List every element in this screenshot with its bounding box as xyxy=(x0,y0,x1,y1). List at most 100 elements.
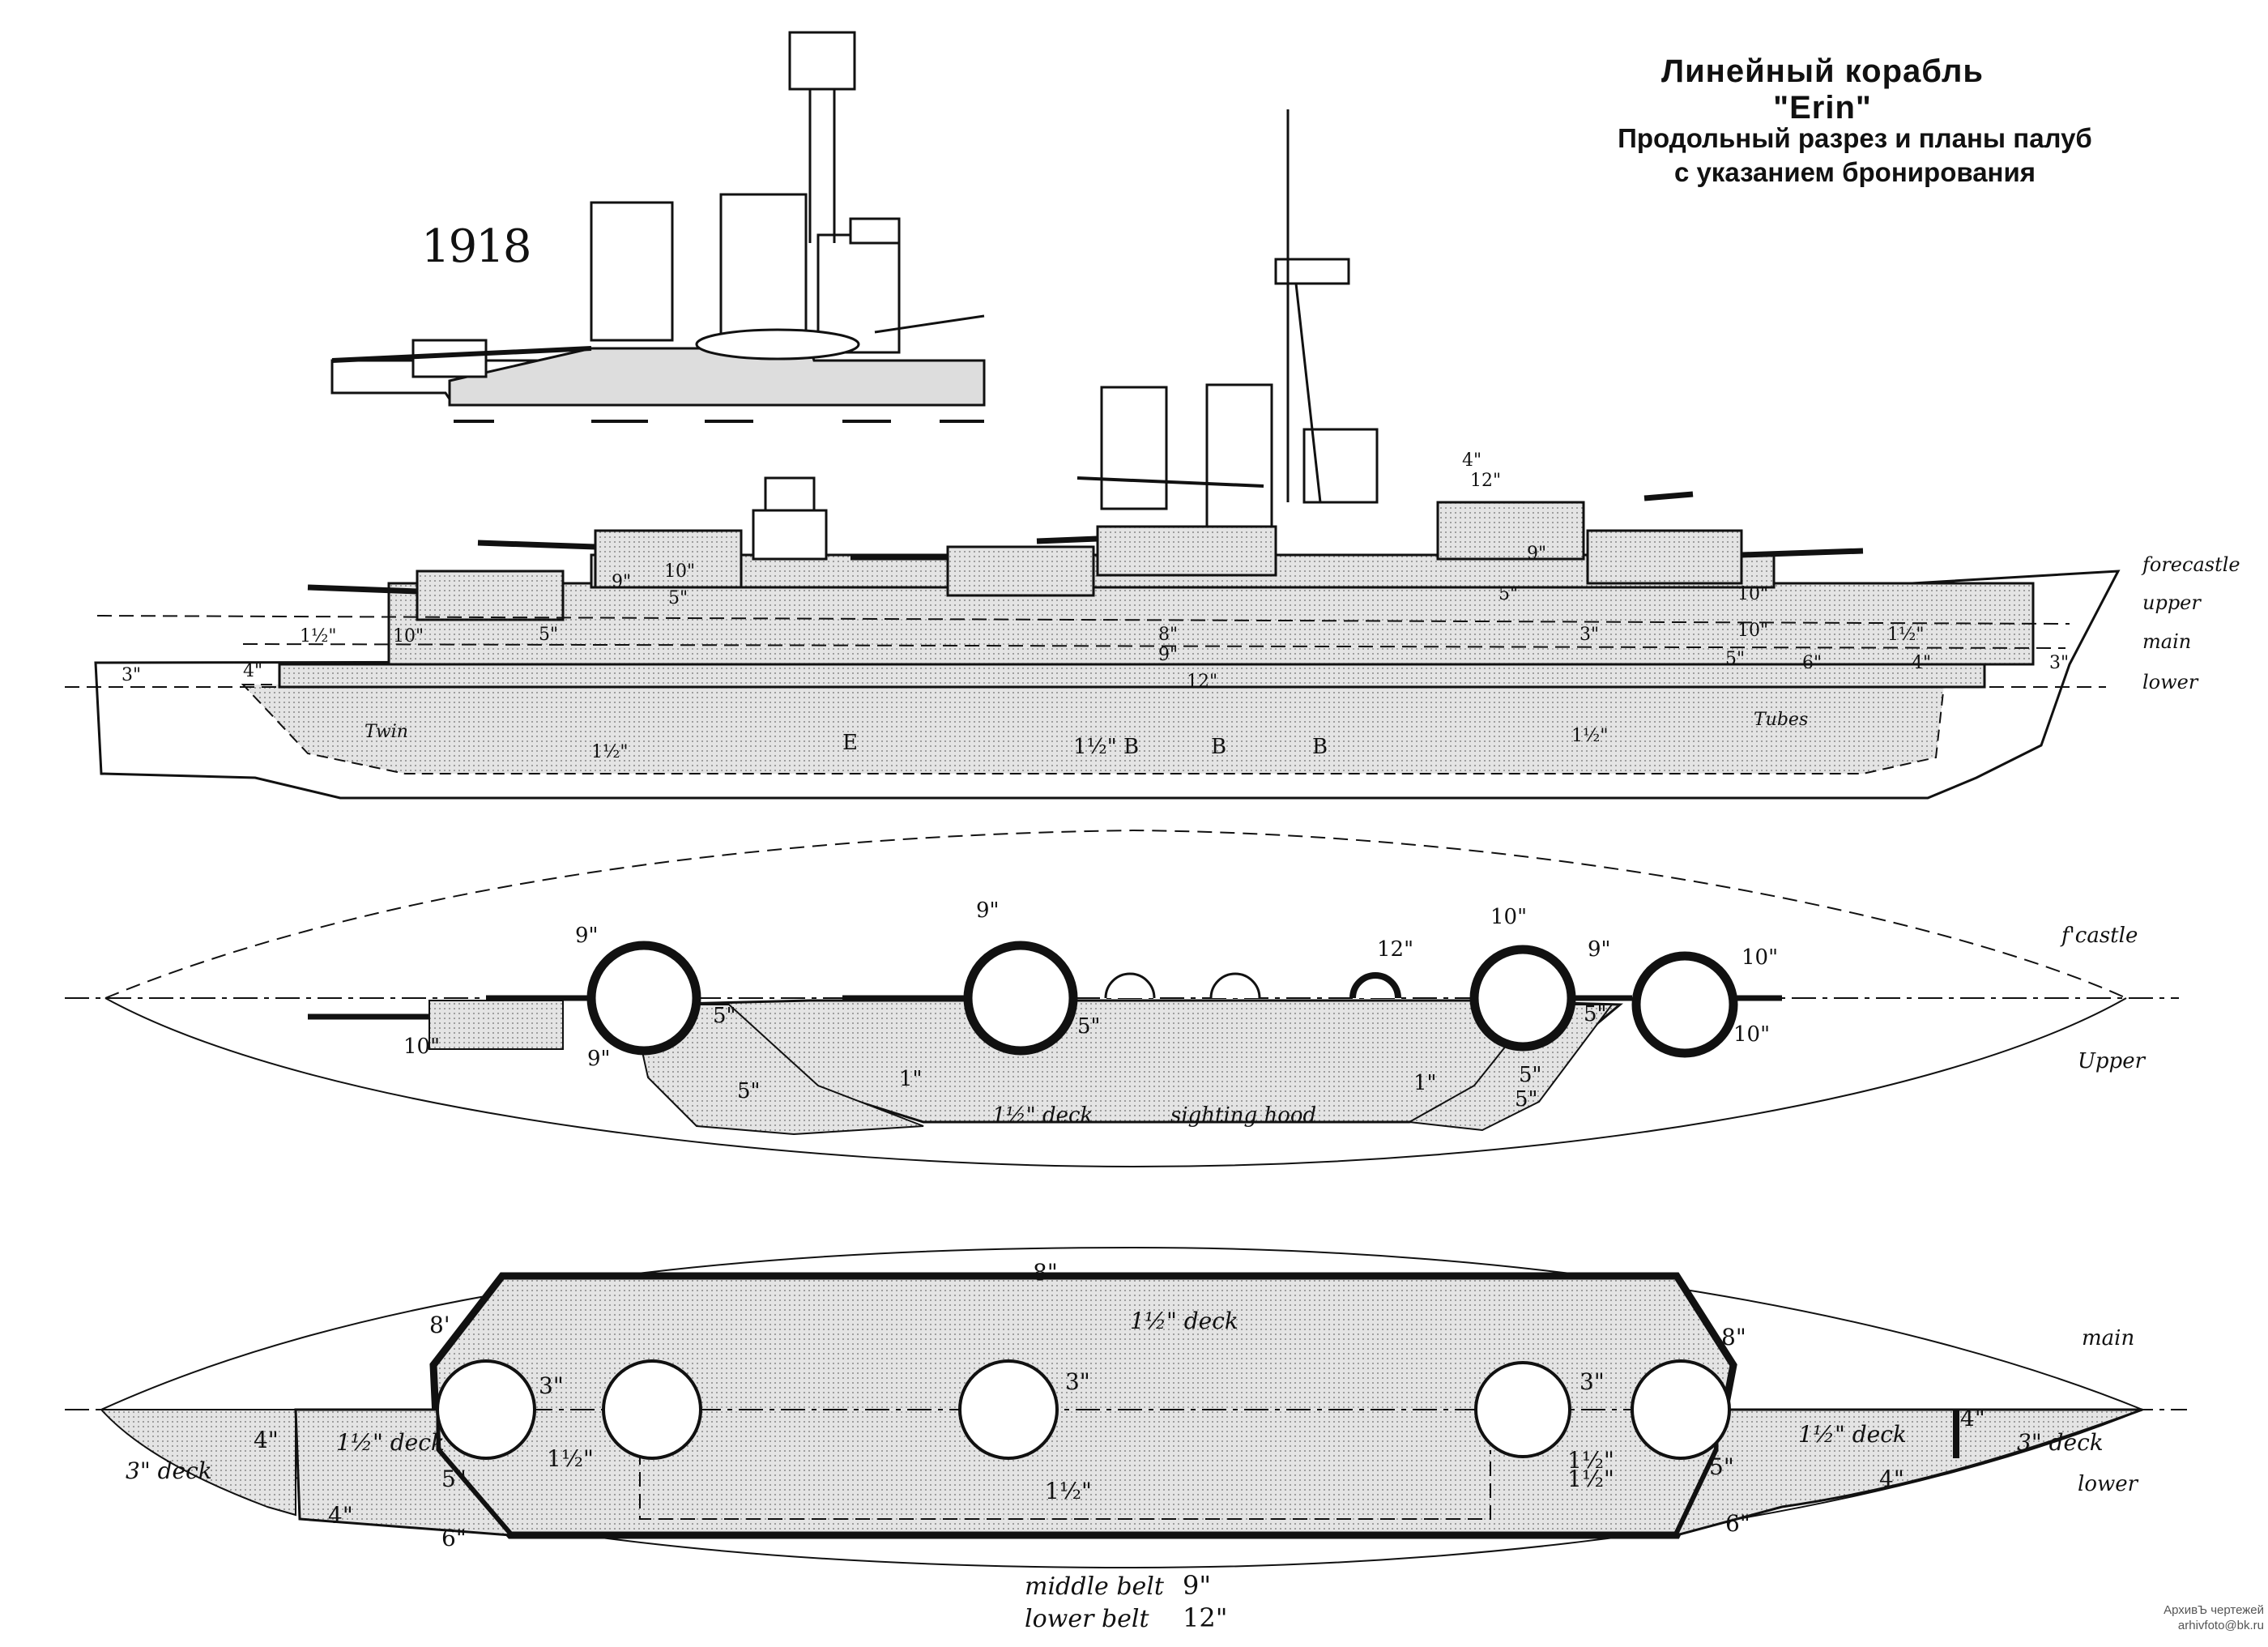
profile-armour-label: 3" xyxy=(1580,625,1599,645)
fcastle-armour-label: 1" xyxy=(899,1067,923,1091)
profile-armour-label: 4" xyxy=(1462,450,1481,471)
fcastle-armour-label: 9" xyxy=(575,924,599,948)
inset-mast-top xyxy=(788,31,856,91)
main-armour-label: 5" xyxy=(441,1466,467,1492)
fcastle-armour-label: 5" xyxy=(1519,1063,1542,1087)
drawing-subtitle: Продольный разрез и планы палуб с указан… xyxy=(1563,122,2146,190)
main-armour-label: 1½" xyxy=(1567,1447,1614,1474)
main-deck-name: main xyxy=(2082,1326,2134,1350)
main-armour-label: 1½" xyxy=(547,1445,594,1472)
profile-armour-label: 3" xyxy=(2049,653,2069,673)
profile-deck-name: upper xyxy=(2142,591,2202,614)
profile-funnel-2 xyxy=(1205,383,1273,528)
main-armour-label: 6" xyxy=(1725,1510,1750,1537)
profile-armour-label: 10" xyxy=(664,561,695,582)
fcastle-armour-label: 10" xyxy=(1490,905,1527,929)
profile-armour-label: 1½" xyxy=(300,626,336,646)
main-armour-label: 1½" deck xyxy=(1130,1308,1238,1334)
fcastle-deck-name: f'castle xyxy=(2060,924,2138,948)
main-deck-name: lower xyxy=(2078,1472,2139,1496)
profile-armour-label: 1½" B xyxy=(1073,735,1139,759)
subtitle-line-2: с указанием бронирования xyxy=(1673,157,2036,187)
profile-armour-label: 9" xyxy=(1527,544,1546,564)
fcastle-armour-label: 10" xyxy=(1733,1022,1770,1047)
main-armour-label: 4" xyxy=(1960,1405,1985,1432)
profile-deck-name: forecastle xyxy=(2141,553,2240,576)
fcastle-casemate-stbd xyxy=(1406,1004,1614,1132)
profile-armour-label: B xyxy=(1211,735,1226,759)
fcastle-armour-label: 5" xyxy=(1584,1002,1607,1026)
fcastle-armour-label: 1" xyxy=(1413,1071,1437,1095)
main-fore-deck-armour xyxy=(99,1409,296,1517)
profile-armour-label: 5" xyxy=(1498,584,1518,604)
profile-turret-d xyxy=(1096,525,1277,577)
fcastle-armour-label: 9" xyxy=(976,898,1000,923)
profile-armour-label: 9" xyxy=(612,572,631,592)
profile-funnel-1 xyxy=(1100,386,1168,510)
fcastle-armour-label: 5" xyxy=(1515,1087,1538,1112)
profile-deck-lines xyxy=(65,615,2106,688)
belt-note-label: lower belt xyxy=(1025,1605,1150,1633)
main-armour-label: 3" xyxy=(1065,1368,1090,1395)
fcastle-armour-label: 12" xyxy=(1377,937,1413,962)
belt-note-value: 12" xyxy=(1183,1602,1227,1633)
profile-armour-label: 3" xyxy=(122,665,141,685)
inset-boat xyxy=(695,328,860,361)
main-armour-label: 1½" xyxy=(1567,1466,1614,1492)
profile-armour-label: Twin xyxy=(364,722,408,742)
profile-turret-e xyxy=(1436,501,1585,561)
fcastle-casemate-port xyxy=(630,1004,924,1136)
fcastle-deck-name: Upper xyxy=(2078,1049,2146,1073)
main-armour-label: 1½" deck xyxy=(336,1429,445,1456)
profile-turret-a xyxy=(416,570,565,621)
profile-turret-f xyxy=(1586,529,1743,585)
inset-forecastle xyxy=(448,347,986,407)
main-armour-label: 5" xyxy=(1709,1453,1734,1480)
profile-armour-label: 6" xyxy=(1802,653,1822,673)
fcastle-armour-label: 1½" deck xyxy=(992,1103,1093,1128)
main-armour-label: 1½" deck xyxy=(1798,1421,1907,1448)
fcastle-armour-label: 9" xyxy=(587,1047,611,1071)
longitudinal-profile xyxy=(65,109,2121,800)
fcastle-side-10in xyxy=(428,1000,564,1050)
forecastle-plan xyxy=(65,829,2179,1168)
fcastle-armour-label: 5" xyxy=(737,1079,761,1103)
profile-armour-label: 10" xyxy=(1737,584,1768,604)
main-armour-label: 3" deck xyxy=(2017,1429,2104,1456)
profile-casemate-block xyxy=(387,582,2035,666)
profile-armour-label: 12" xyxy=(1187,672,1217,692)
profile-armour-label: 5" xyxy=(668,588,688,608)
main-armour-label: 1½" xyxy=(1045,1478,1092,1504)
fcastle-outline-dashed xyxy=(104,829,2127,999)
inset-funnel-1 xyxy=(590,201,674,342)
profile-armour-label: 10" xyxy=(1737,621,1768,641)
armour-annotations: forecastle upper main lower 1½" 10" 5" 4" 3" 9" 10… xyxy=(122,450,2240,1633)
profile-armour-label: 8" xyxy=(1158,625,1178,645)
profile-armoured-body xyxy=(241,684,1946,774)
profile-armour-label: 1½" xyxy=(1887,625,1924,645)
main-aft-armour xyxy=(1674,1408,2143,1538)
profile-armour-label: 9" xyxy=(1158,645,1178,665)
profile-armour-label: 1½" xyxy=(1571,726,1608,746)
credit-line-1: АрхивЪ чертежей xyxy=(2164,1603,2264,1617)
profile-gun-barrels xyxy=(307,491,1864,595)
fcastle-armour-label: sighting hood xyxy=(1170,1103,1316,1128)
profile-armour-label: B xyxy=(1312,735,1328,759)
main-armour-label: 3" xyxy=(1580,1368,1605,1395)
fcastle-armour-label: 10" xyxy=(403,1035,440,1059)
profile-armour-label: 5" xyxy=(1725,649,1745,669)
profile-deck-name: main xyxy=(2142,630,2191,653)
inset-funnel-2 xyxy=(719,193,808,350)
profile-fore-director xyxy=(764,476,816,512)
fcastle-guns xyxy=(308,995,1782,1020)
fcastle-armour-label: 9" xyxy=(1588,937,1611,962)
profile-armour-label: 4" xyxy=(1912,653,1931,673)
profile-turret-b xyxy=(594,529,743,589)
main-armour-label: 8" xyxy=(1721,1324,1746,1350)
main-armour-label: 3" deck xyxy=(126,1457,212,1484)
profile-armour-label: Tubes xyxy=(1754,710,1808,730)
main-deck-plan xyxy=(65,1246,2187,1569)
main-armour-label: 4" xyxy=(328,1502,353,1529)
